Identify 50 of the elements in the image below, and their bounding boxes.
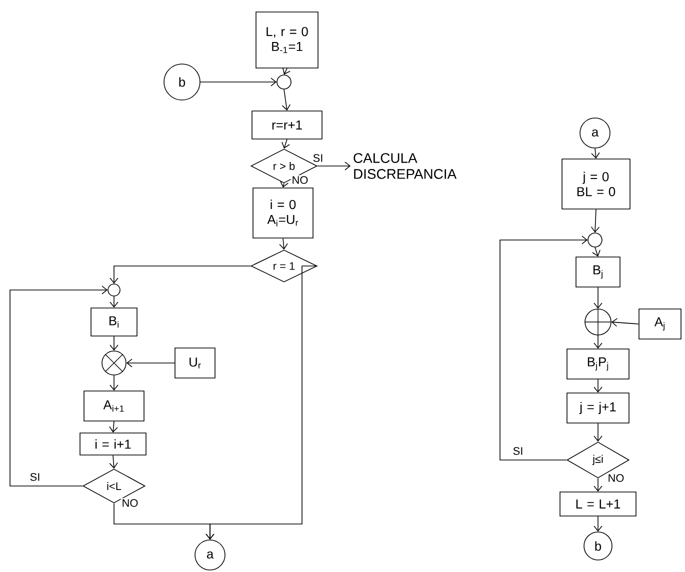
process-box: A$_{j}$	[638, 308, 682, 340]
arrow	[594, 335, 602, 349]
arrow	[114, 503, 214, 540]
arrow	[594, 516, 602, 532]
edge-label: SI	[28, 472, 42, 482]
junction-circle	[588, 232, 602, 248]
operator-circle	[102, 350, 126, 376]
arrow	[10, 286, 108, 486]
process-box: j = 0 BL = 0	[562, 158, 630, 210]
arrow	[279, 238, 288, 250]
junction-circle	[108, 284, 120, 296]
process-box: i = 0 A$_{i}$=U$_{r}$	[252, 188, 314, 238]
arrow	[500, 236, 588, 460]
arrow	[594, 423, 602, 442]
process-box: U$_{r}$	[174, 348, 216, 378]
arrow	[110, 336, 118, 351]
edge-label: SI	[512, 446, 524, 456]
process-box: A$_{i+1}$	[84, 390, 144, 422]
arrow	[282, 89, 291, 111]
arrow	[109, 421, 118, 433]
process-box: B$_{j}$	[576, 256, 620, 288]
output-text: CALCULA DISCREPANCIA	[354, 153, 457, 179]
arrow	[126, 358, 175, 368]
process-box: L, r = 0 B$_{-1}$=1	[256, 12, 318, 68]
arrow	[594, 478, 602, 492]
arrow	[594, 287, 602, 309]
process-box: B$_{j}$P$_{j}$	[566, 348, 630, 380]
operator-circle	[584, 308, 612, 336]
arrow	[110, 375, 118, 391]
arrow	[109, 455, 118, 469]
process-box: r=r+1	[252, 110, 322, 140]
process-box: j = j+1	[566, 392, 630, 424]
arrow	[594, 379, 602, 393]
process-box: B$_{i}$	[90, 308, 138, 336]
arrow	[110, 266, 251, 284]
process-box: L = L+1	[560, 492, 636, 516]
arrow	[592, 247, 600, 257]
arrow	[200, 78, 277, 86]
arrow	[110, 296, 118, 308]
arrow	[317, 162, 351, 170]
edge-label: NO	[120, 498, 140, 508]
arrow	[282, 67, 290, 75]
arrow	[282, 139, 290, 149]
arrow	[280, 180, 289, 188]
arrow	[590, 209, 600, 233]
arrow	[591, 148, 600, 159]
junction-circle	[276, 74, 292, 90]
edge-label: NO	[290, 175, 310, 185]
arrow	[611, 318, 639, 327]
process-box: i = i+1	[80, 432, 146, 456]
